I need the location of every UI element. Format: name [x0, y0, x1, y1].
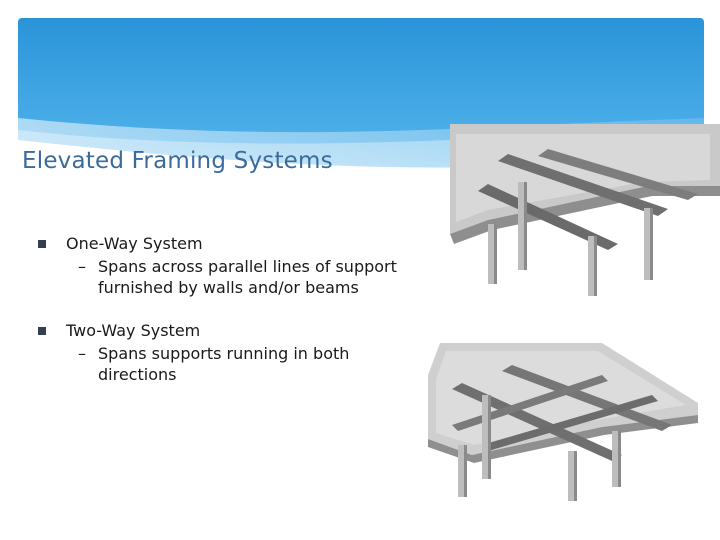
- sub-bullet: – Spans supports running in both directi…: [66, 343, 410, 385]
- dash-marker: –: [78, 257, 86, 276]
- square-bullet-icon: [38, 240, 46, 248]
- bullet-list: One-Way System – Spans across parallel l…: [30, 233, 410, 407]
- one-way-slab-illustration: [448, 124, 720, 300]
- sub-bullet: – Spans across parallel lines of support…: [66, 256, 410, 298]
- sub-bullet-text: Spans supports running in both direction…: [98, 344, 350, 384]
- bullet-label: One-Way System: [66, 234, 203, 253]
- sub-bullet-text: Spans across parallel lines of support f…: [98, 257, 397, 297]
- two-way-slab-illustration: [422, 335, 700, 503]
- bullet-item-one-way: One-Way System – Spans across parallel l…: [30, 233, 410, 298]
- dash-marker: –: [78, 344, 86, 363]
- square-bullet-icon: [38, 327, 46, 335]
- bullet-label: Two-Way System: [66, 321, 201, 340]
- bullet-item-two-way: Two-Way System – Spans supports running …: [30, 320, 410, 385]
- slide-title: Elevated Framing Systems: [22, 148, 333, 174]
